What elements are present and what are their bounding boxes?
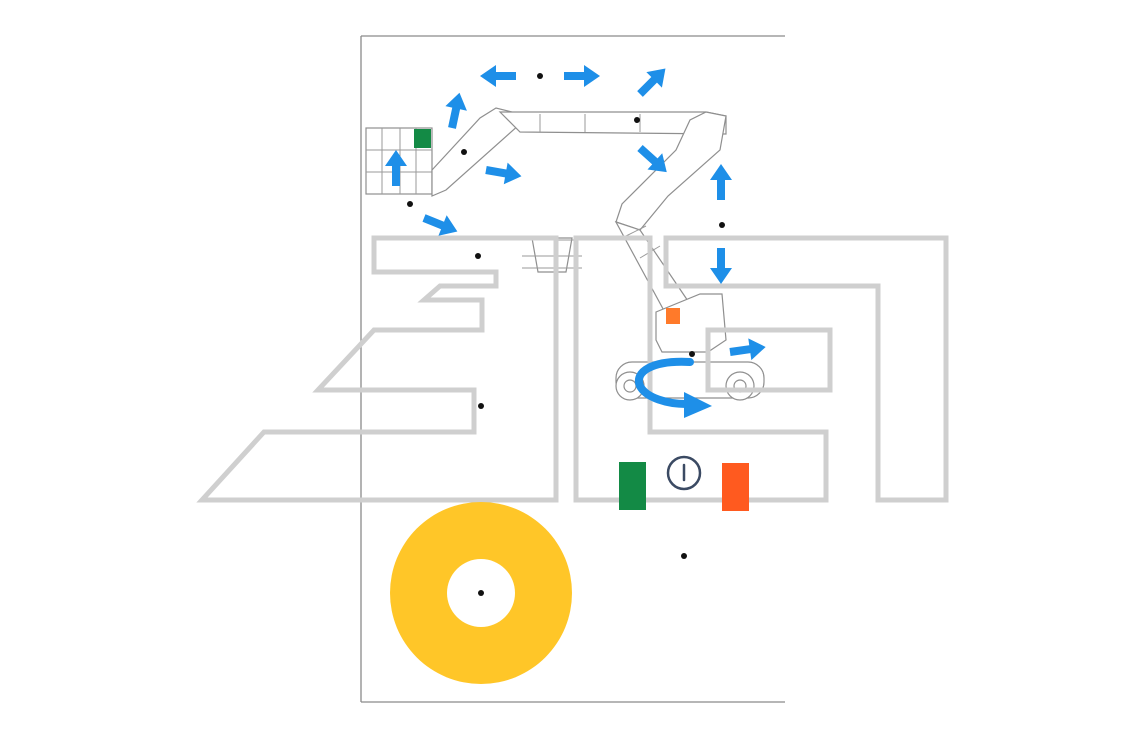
reference-dots <box>407 73 725 596</box>
marker-dot <box>719 222 725 228</box>
arrow-icon <box>564 65 600 87</box>
ground-control-box <box>666 308 680 324</box>
arrow-icon <box>484 159 524 188</box>
platform-control-box <box>414 129 431 148</box>
marker-dot <box>537 73 543 79</box>
arrow-icon <box>710 248 732 284</box>
marker-dot <box>478 403 484 409</box>
marker-dot <box>634 117 640 123</box>
marker-dot <box>681 553 687 559</box>
boom-lift-illustration <box>365 107 765 401</box>
marker-dot <box>478 590 484 596</box>
motion-arrows <box>385 60 768 418</box>
control-buttons <box>619 455 749 511</box>
rotate-arrow-icon <box>634 357 712 418</box>
arrow-icon <box>710 164 732 200</box>
marker-dot <box>475 253 481 259</box>
arrow-icon <box>728 336 768 363</box>
marker-dot <box>407 201 413 207</box>
green-button[interactable] <box>619 462 646 510</box>
panel-frame <box>360 35 785 703</box>
arrow-icon <box>480 65 516 87</box>
pedestal-sketch <box>522 237 582 273</box>
orange-button[interactable] <box>722 463 749 511</box>
watermark-logo <box>196 235 949 503</box>
arrow-icon <box>441 90 471 131</box>
arrow-icon <box>632 60 674 102</box>
marker-dot <box>461 149 467 155</box>
marker-dot <box>689 351 695 357</box>
power-icon[interactable] <box>666 455 702 491</box>
